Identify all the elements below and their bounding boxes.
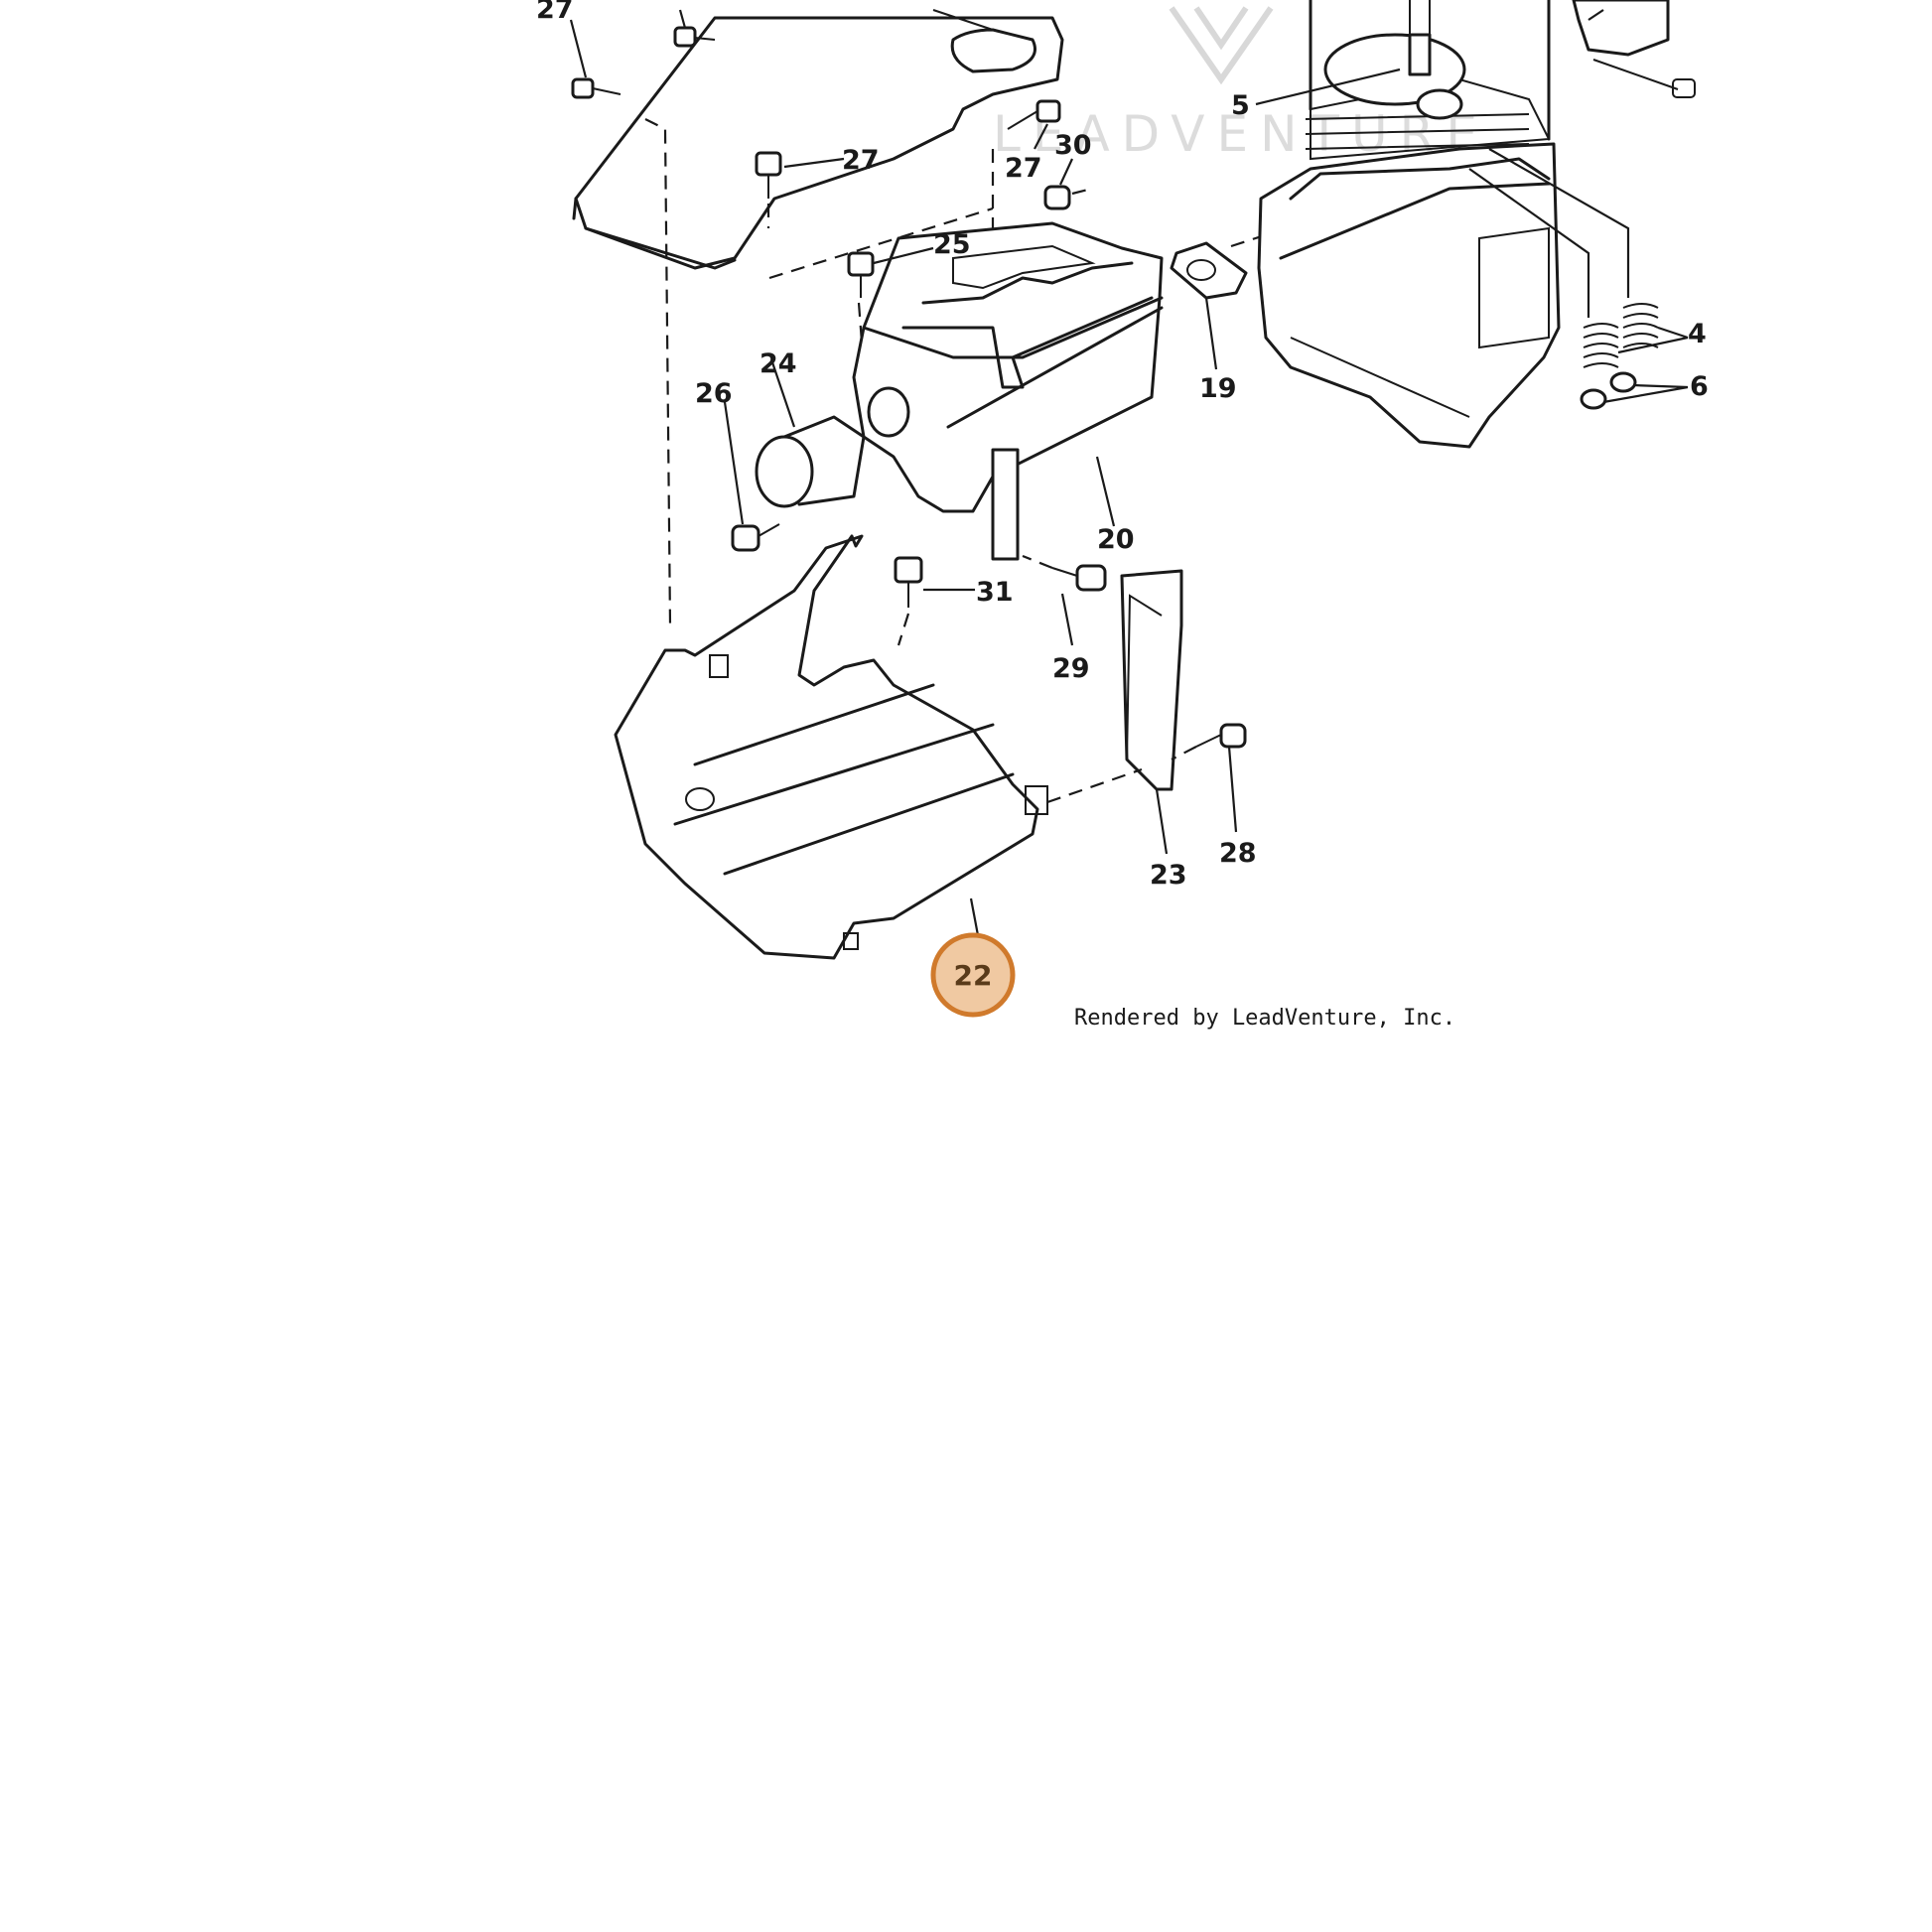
bolt-28-icon [1171, 723, 1247, 833]
callout-19: 19 [1199, 373, 1237, 404]
leadventure-watermark: LEADVENTURE [993, 6, 1489, 163]
bolt-29-icon [1022, 554, 1107, 646]
leader-20 [1095, 456, 1116, 527]
bolt-31-icon [894, 556, 975, 646]
valve-keepers-6-icon [1580, 371, 1689, 410]
watermark-text: LEADVENTURE [993, 105, 1489, 163]
callout-4: 4 [1688, 319, 1707, 349]
bolt-26-icon [723, 401, 780, 552]
rocker-cover [1572, 0, 1696, 98]
exhaust-gasket-19 [1170, 231, 1272, 370]
bolt-top-icon [673, 9, 716, 48]
callout-29: 29 [1052, 653, 1090, 684]
bolt-25-icon [847, 246, 934, 344]
nut-30-icon [1043, 158, 1093, 210]
callout-26: 26 [695, 378, 733, 409]
leader-5 [1255, 68, 1401, 106]
spark-arrester-24-icon [755, 361, 910, 508]
bolt-27-icon [569, 19, 621, 99]
callout-25: 25 [933, 229, 971, 260]
callout-5: 5 [1231, 90, 1250, 121]
cylinder-block [1257, 0, 1561, 449]
callout-23: 23 [1150, 860, 1187, 891]
bolt-27-right-icon [1007, 99, 1061, 150]
callout-20: 20 [1097, 524, 1135, 555]
muffler-body [852, 221, 1164, 561]
callout-31: 31 [976, 577, 1014, 608]
bolt-27-mid-icon [755, 151, 845, 228]
callout-27-mid: 27 [842, 145, 880, 176]
callout-27-right: 27 [1005, 153, 1042, 184]
callout-28: 28 [1219, 838, 1257, 869]
bracket-23 [1120, 569, 1183, 855]
rendered-by-credit: Rendered by LeadVenture, Inc. [1074, 1006, 1455, 1031]
valve-springs-4-icon [1468, 148, 1689, 368]
callout-27-top: 27 [536, 0, 574, 25]
highlight-callout-22[interactable]: 22 [930, 932, 1016, 1018]
callout-30: 30 [1054, 130, 1092, 161]
callout-24: 24 [759, 348, 797, 379]
callout-22: 22 [954, 959, 993, 992]
callout-6: 6 [1690, 371, 1709, 402]
lower-heat-shield-22 [614, 534, 1143, 960]
